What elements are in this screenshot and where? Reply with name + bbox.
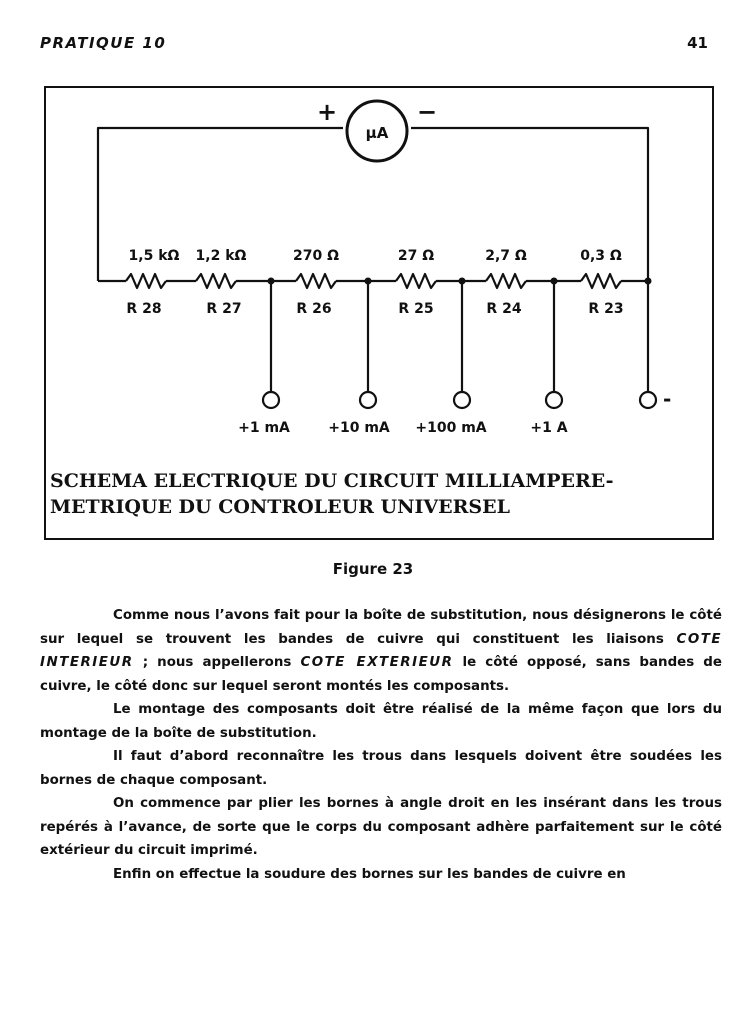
junction-2: [364, 277, 372, 285]
term-cote-exterieur: COTE EXTERIEUR: [300, 655, 454, 670]
wire-top-right: [411, 126, 650, 281]
body-text: Comme nous l’avons fait pour la boîte de…: [40, 604, 722, 886]
junction-1: [267, 277, 275, 285]
meter-minus: −: [417, 98, 437, 126]
resistor-value-r26: 270 Ω: [293, 248, 339, 264]
microammeter-circle: [345, 99, 409, 163]
paragraph-2: Le montage des composants doit être réal…: [40, 702, 722, 741]
figure-number-label: Figure 23: [332, 560, 414, 578]
terminal-label-1ma: +1 mA: [238, 420, 290, 436]
page-header-title: PRATIQUE 10: [40, 34, 167, 52]
meter-label: µA: [366, 124, 389, 142]
resistor-r27: [195, 272, 237, 290]
figure-caption: SCHEMA ELECTRIQUE DU CIRCUIT MILLIAMPERE…: [50, 468, 700, 520]
term-cote-interieur: COTE INTERIEUR: [40, 631, 722, 671]
resistor-r24: [485, 272, 527, 290]
terminal-10ma: [358, 390, 378, 410]
resistor-value-r27: 1,2 kΩ: [196, 248, 247, 264]
terminal-label-10ma: +10 mA: [328, 420, 390, 436]
resistor-name-r24: R 24: [486, 301, 521, 317]
junction-4: [550, 277, 558, 285]
paragraph-4: On commence par plier les bornes à angle…: [40, 796, 722, 858]
page-number: 41: [687, 34, 708, 52]
junction-5: [644, 277, 652, 285]
resistor-name-r23: R 23: [588, 301, 623, 317]
terminal-1ma: [261, 390, 281, 410]
resistor-name-r28: R 28: [126, 301, 161, 317]
terminal-common: [638, 390, 658, 410]
resistor-r25: [395, 272, 437, 290]
meter-plus: +: [317, 98, 337, 126]
terminal-label-1a: +1 A: [530, 420, 567, 436]
circuit-schematic: µA + − 1,5 kΩ 1,2 kΩ 270 Ω 27 Ω 2,7 Ω 0,…: [96, 98, 671, 436]
resistor-value-r25: 27 Ω: [398, 248, 434, 264]
resistor-value-r24: 2,7 Ω: [485, 248, 527, 264]
wire-top-left: [96, 126, 343, 281]
paragraph-3: Il faut d’abord reconnaître les trous da…: [40, 749, 722, 788]
figure-frame: µA + − 1,5 kΩ 1,2 kΩ 270 Ω 27 Ω 2,7 Ω 0,…: [44, 86, 714, 540]
resistor-name-r27: R 27: [206, 301, 241, 317]
paragraph-1: Comme nous l’avons fait pour la boîte de…: [40, 608, 722, 694]
resistor-name-r26: R 26: [296, 301, 331, 317]
resistor-value-r28: 1,5 kΩ: [129, 248, 180, 264]
junction-3: [458, 277, 466, 285]
resistor-r26: [295, 272, 337, 290]
resistor-name-r25: R 25: [398, 301, 433, 317]
resistor-value-r23: 0,3 Ω: [580, 248, 622, 264]
figure-caption-line1: SCHEMA ELECTRIQUE DU CIRCUIT MILLIAMPERE…: [50, 470, 614, 492]
terminal-100ma: [452, 390, 472, 410]
terminal-label-100ma: +100 mA: [415, 420, 486, 436]
paragraph-5: Enfin on effectue la soudure des bornes …: [113, 866, 626, 882]
figure-caption-line2: METRIQUE DU CONTROLEUR UNIVERSEL: [50, 496, 510, 518]
terminal-label-common: -: [663, 387, 671, 411]
resistor-r28: [125, 272, 167, 290]
terminal-1a: [544, 390, 564, 410]
resistor-r23: [580, 272, 622, 290]
